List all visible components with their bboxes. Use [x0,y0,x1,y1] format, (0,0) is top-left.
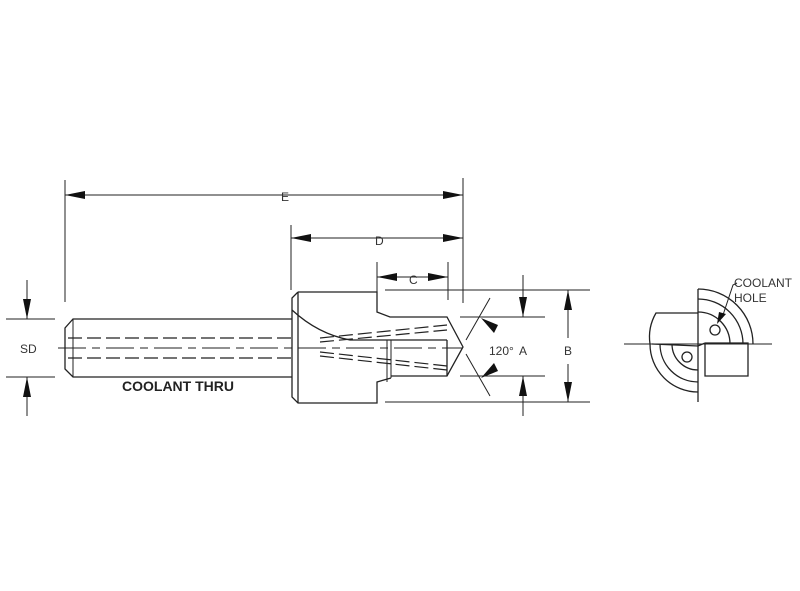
end-view: COOLANT HOLE [624,276,793,402]
shank [64,318,292,378]
dimension-d: D [290,225,463,290]
coolant-hole-label-line1: COOLANT [734,276,793,290]
coolant-hole-label-line2: HOLE [734,291,767,305]
label-d: D [375,234,384,248]
dimension-e: E [64,178,464,303]
label-a: A [519,344,527,358]
dimension-c: C [376,262,449,300]
cutter-body [291,291,464,404]
dimension-b: B [385,289,590,403]
label-c: C [409,273,418,287]
label-b: B [564,344,572,358]
dimension-sd: SD [6,280,55,416]
label-sd: SD [20,342,37,356]
label-angle: 120° [489,344,514,358]
dimension-a: A [460,275,545,416]
coolant-thru-label: COOLANT THRU [122,378,234,394]
dimension-angle: 120° [465,297,514,397]
label-e: E [281,190,289,204]
